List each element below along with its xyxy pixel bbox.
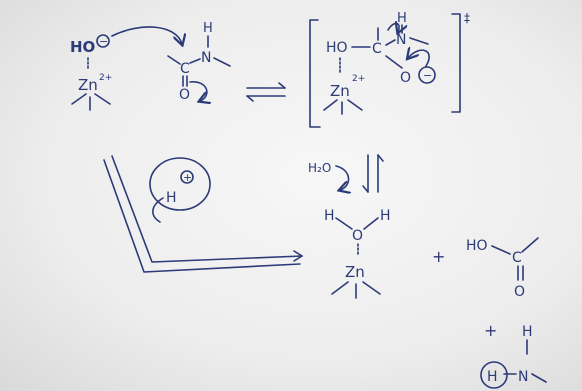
- negative-charge: −: [99, 35, 108, 48]
- amide-hydrogen: H: [203, 21, 213, 36]
- transition-state: ‡ HO C H N O − Zn 2+: [309, 11, 470, 128]
- ts-n-substituent-bond: [409, 37, 429, 45]
- water-hydrogen-right: H: [380, 208, 391, 224]
- cartoon-outline-inner: [103, 159, 301, 273]
- double-dagger: ‡: [464, 11, 470, 25]
- amine-hydrogen-top: H: [522, 324, 533, 340]
- amine-nitrogen: N: [518, 369, 528, 385]
- hydroxide-label: HO: [70, 38, 95, 56]
- ts-n-arrow: [387, 23, 399, 32]
- products: H H O Zn + HO C O + H H N: [324, 208, 547, 389]
- carbonyl-carbon: C: [180, 61, 190, 77]
- amide-nitrogen: N: [201, 50, 211, 66]
- zinc-charge: 2+: [99, 73, 112, 83]
- ts-hydrogen: H: [397, 11, 407, 26]
- c-r-bond: [167, 55, 181, 65]
- water-attack-arrow: [335, 165, 349, 190]
- ts-c-n-bond: [385, 39, 396, 46]
- ts-oxygen: O: [400, 70, 411, 86]
- ts-oxyanion-circle: [418, 66, 436, 84]
- right-bracket: [451, 13, 461, 113]
- n-substituent-bond: [213, 57, 231, 67]
- ts-zinc: Zn: [330, 82, 350, 100]
- c-n-bond: [189, 58, 201, 64]
- equilibrium-arrows-1: [246, 82, 286, 102]
- ts-nitrogen: N: [396, 32, 406, 48]
- ts-zinc-charge: 2+: [352, 74, 365, 84]
- ts-c-o-bond: [385, 55, 403, 69]
- plus-sign-2: +: [484, 321, 497, 340]
- cartoon-outline-outer: [111, 155, 303, 263]
- carbonyl-oxygen: O: [179, 87, 190, 103]
- proton-charge: +: [183, 171, 192, 184]
- acid-hydroxyl: HO: [466, 238, 488, 254]
- reactant-complex: HO − Zn 2+ H N C O: [70, 21, 231, 111]
- pi-bond-shift-arrow: [189, 81, 207, 101]
- left-bracket: [309, 19, 321, 128]
- amine-hydrogen-left: H: [487, 369, 498, 385]
- ts-oxyanion-charge: −: [423, 69, 432, 82]
- zinc-label: Zn: [78, 76, 98, 94]
- water-step: H₂O: [308, 154, 384, 192]
- zinc-ligand-right: [94, 93, 111, 105]
- proton-circle: [149, 157, 211, 211]
- water-label: H₂O: [308, 161, 331, 175]
- nucleophilic-attack-arrow: [111, 26, 182, 44]
- acid-oxygen: O: [514, 284, 525, 300]
- proton-cartoon: H +: [103, 155, 303, 273]
- water-hydrogen-left: H: [324, 208, 335, 224]
- negative-charge-circle: [96, 34, 110, 48]
- proton-label: H: [166, 190, 177, 206]
- amine-proton-circle: [480, 361, 508, 389]
- acid-r-bond: [521, 237, 539, 253]
- zinc-ligand-left: [71, 93, 87, 105]
- water-oxygen: O: [352, 228, 363, 244]
- ts-hydroxyl: HO: [326, 40, 348, 56]
- plus-sign-1: +: [432, 247, 445, 266]
- product-zinc: Zn: [345, 263, 365, 281]
- proton-transfer-arrow: [152, 197, 164, 223]
- ts-carbon: C: [372, 41, 382, 57]
- acid-carbon: C: [512, 250, 522, 266]
- ts-collapse-arrow: [408, 50, 430, 67]
